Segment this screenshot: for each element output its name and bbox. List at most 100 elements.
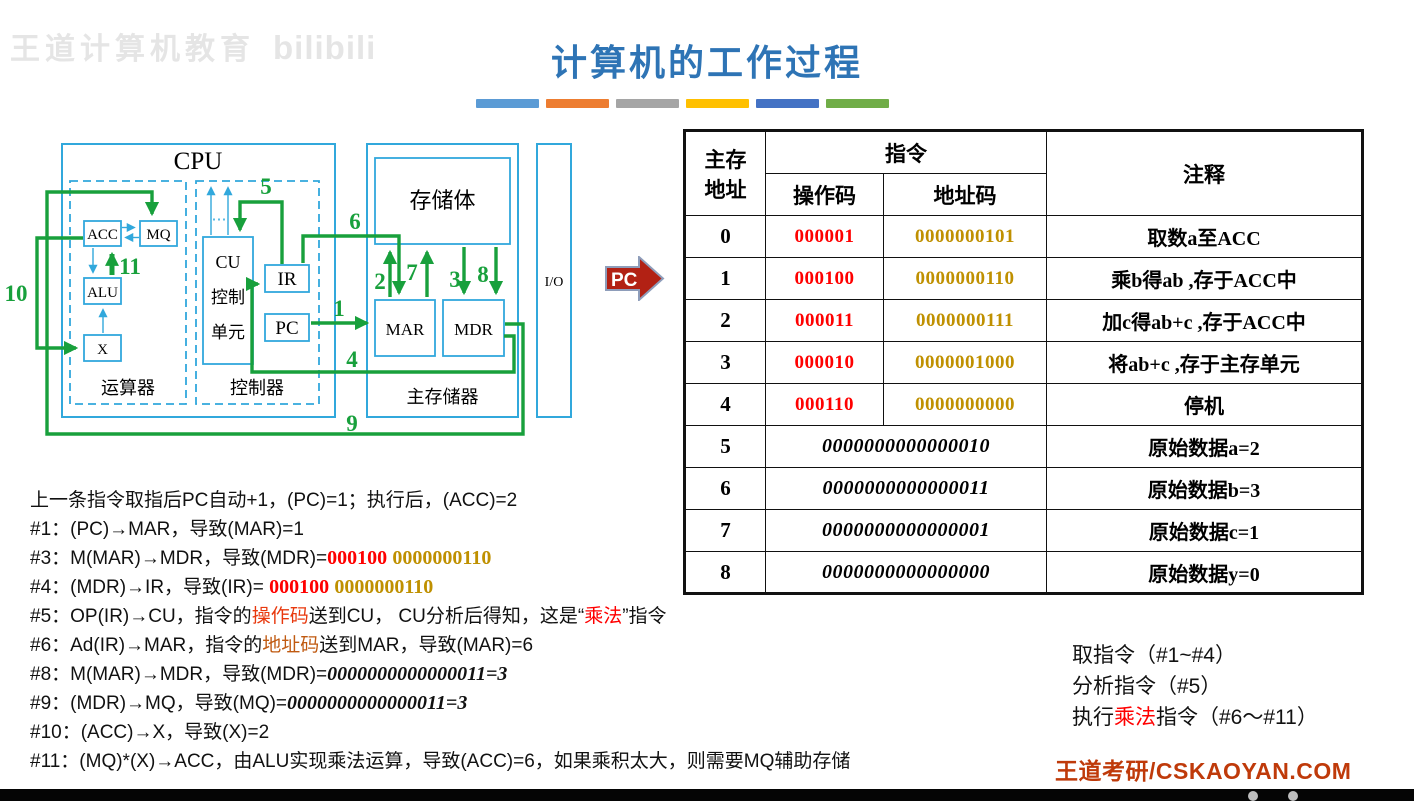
player-control-dot[interactable] xyxy=(1288,791,1298,801)
note-step-3-text: #3：M(MAR)→MDR，导致(MDR)= xyxy=(30,548,328,569)
storage-body-box xyxy=(374,157,511,245)
step-label-3: 3 xyxy=(449,267,461,292)
note-step-5-multiply-hl: 乘法 xyxy=(584,606,623,627)
mq-box xyxy=(139,220,178,247)
watermark: 王道计算机教育 bilibili xyxy=(10,24,376,68)
alu-label: ALU xyxy=(87,285,118,301)
table-row: 0 000001 0000000101 取数a至ACC xyxy=(684,215,1363,258)
note-step-6: #6：Ad(IR)→MAR，指令的地址码送到MAR，导致(MAR)=6 xyxy=(30,631,850,660)
pc-pointer-shape xyxy=(605,256,665,301)
cell-comment: 原始数据y=0 xyxy=(1046,551,1363,594)
cell-comment: 原始数据b=3 xyxy=(1046,467,1363,510)
title-bar-green xyxy=(826,99,889,108)
io-label: I/O xyxy=(545,275,564,290)
alu-section-box xyxy=(69,180,187,405)
arrow-step-10 xyxy=(35,236,83,356)
summary-decode: 分析指令（#5） xyxy=(1072,675,1222,698)
note-step-4: #4：(MDR)→IR，导致(IR)= 000100 0000000110 xyxy=(30,573,850,602)
mdr-label: MDR xyxy=(454,320,493,339)
note-step-8-binary: 0000000000000011=3 xyxy=(327,663,508,685)
note-step-4-addrcode: 0000000110 xyxy=(334,576,434,598)
note-step-9-text: #9：(MDR)→MQ，导致(MQ)= xyxy=(30,693,288,714)
cell-comment: 取数a至ACC xyxy=(1046,215,1363,258)
cu-label-line3: 单元 xyxy=(211,323,245,342)
header-opcode: 操作码 xyxy=(765,173,884,216)
summary-execute: 执行乘法指令（#6～#11） xyxy=(1072,702,1318,733)
step-label-2: 2 xyxy=(374,269,386,294)
ir-box xyxy=(264,264,310,293)
table-header-row-1: 主存 地址 指令 注释 xyxy=(684,130,1363,216)
cell-opcode: 000110 xyxy=(765,383,884,426)
table-header-row-2: 操作码 地址码 xyxy=(685,173,1363,216)
blue-internal-arrows xyxy=(88,186,233,333)
cu-label-line2: 控制 xyxy=(211,288,245,307)
step-label-6: 6 xyxy=(349,209,361,234)
step-label-1: 1 xyxy=(333,296,345,321)
mdr-box xyxy=(442,299,505,357)
storage-body-label: 存储体 xyxy=(409,188,475,213)
note-step-8: #8：M(MAR)→MDR，导致(MDR)=0000000000000011=3 xyxy=(30,660,850,689)
arrow-step-5 xyxy=(232,200,284,264)
cell-addr: 4 xyxy=(684,383,766,426)
cell-addr: 1 xyxy=(684,257,766,300)
acc-box xyxy=(83,220,122,247)
summary-execute-post: 指令（#6～#11） xyxy=(1156,706,1318,729)
mar-label: MAR xyxy=(386,320,425,339)
title-bar-gray xyxy=(616,99,679,108)
green-step-arrows xyxy=(35,190,525,436)
note-step-10: #10：(ACC)→X，导致(X)=2 xyxy=(30,722,270,743)
cell-data-word: 0000000000000011 xyxy=(765,467,1047,510)
pc-pointer-label: PC xyxy=(611,270,638,291)
pc-pointer-arrow: PC xyxy=(605,256,665,301)
note-step-5-text3: ”指令 xyxy=(622,606,667,627)
cell-opcode: 000011 xyxy=(765,299,884,342)
header-address-code: 地址码 xyxy=(883,173,1047,216)
pc-box xyxy=(264,313,310,342)
instruction-table: 主存 地址 指令 注释 操作码 地址码 0 000001 0000000101 … xyxy=(683,129,1364,595)
header-main-memory-address: 主存 地址 xyxy=(684,130,766,216)
header-addr-line2: 地址 xyxy=(704,177,747,202)
x-label: X xyxy=(97,342,108,358)
step-label-5: 5 xyxy=(260,174,272,199)
cu-box xyxy=(202,236,254,365)
cell-addr: 5 xyxy=(684,425,766,468)
summary-execute-multiply-hl: 乘法 xyxy=(1114,706,1156,729)
table-row: 1 000100 0000000110 乘b得ab ,存于ACC中 xyxy=(684,257,1363,300)
ctrl-section-box xyxy=(195,180,320,405)
cell-address-code: 0000000111 xyxy=(883,299,1047,342)
player-control-dot[interactable] xyxy=(1248,791,1258,801)
cell-address-code: 0000000000 xyxy=(883,383,1047,426)
brand-text: 王道考研/CSKAOYAN.COM xyxy=(1055,758,1352,784)
cell-address-code: 0000000101 xyxy=(883,215,1047,258)
cell-addr: 8 xyxy=(684,551,766,594)
x-box xyxy=(83,334,122,362)
note-step-3: #3：M(MAR)→MDR，导致(MDR)=000100 0000000110 xyxy=(30,544,850,573)
header-addr-line1: 主存 xyxy=(704,147,747,172)
ctrl-section-label: 控制器 xyxy=(230,378,284,398)
arrow-step-6 xyxy=(301,234,407,296)
note-step-5-opcode-hl: 操作码 xyxy=(251,606,309,627)
cell-comment: 加c得ab+c ,存于ACC中 xyxy=(1046,299,1363,342)
title-bar-darkblue xyxy=(756,99,819,108)
step-label-9: 9 xyxy=(346,411,358,436)
table-row: 5 0000000000000010 原始数据a=2 xyxy=(684,425,1363,468)
cell-data-word: 0000000000000000 xyxy=(765,551,1047,594)
cell-opcode: 000010 xyxy=(765,341,884,384)
cell-comment: 乘b得ab ,存于ACC中 xyxy=(1046,257,1363,300)
cell-data-word: 0000000000000001 xyxy=(765,509,1047,552)
table-row: 3 000010 0000001000 将ab+c ,存于主存单元 xyxy=(684,341,1363,384)
table-row: 6 0000000000000011 原始数据b=3 xyxy=(684,467,1363,510)
note-step-4-opcode: 000100 xyxy=(269,576,330,598)
note-step-1: #1：(PC)→MAR，导致(MAR)=1 xyxy=(30,519,304,540)
cell-addr: 2 xyxy=(684,299,766,342)
table-row: 4 000110 0000000000 停机 xyxy=(684,383,1363,426)
alu-section-label: 运算器 xyxy=(101,378,155,398)
note-step-9-binary: 0000000000000011=3 xyxy=(287,692,468,714)
header-instruction: 指令 xyxy=(765,130,1047,174)
title-underline-bars xyxy=(476,99,889,108)
note-step-4-text: #4：(MDR)→IR，导致(IR)= xyxy=(30,577,270,598)
note-step-3-addrcode: 0000000110 xyxy=(392,547,492,569)
cpu-label: CPU xyxy=(174,148,223,175)
player-bar xyxy=(0,789,1414,801)
